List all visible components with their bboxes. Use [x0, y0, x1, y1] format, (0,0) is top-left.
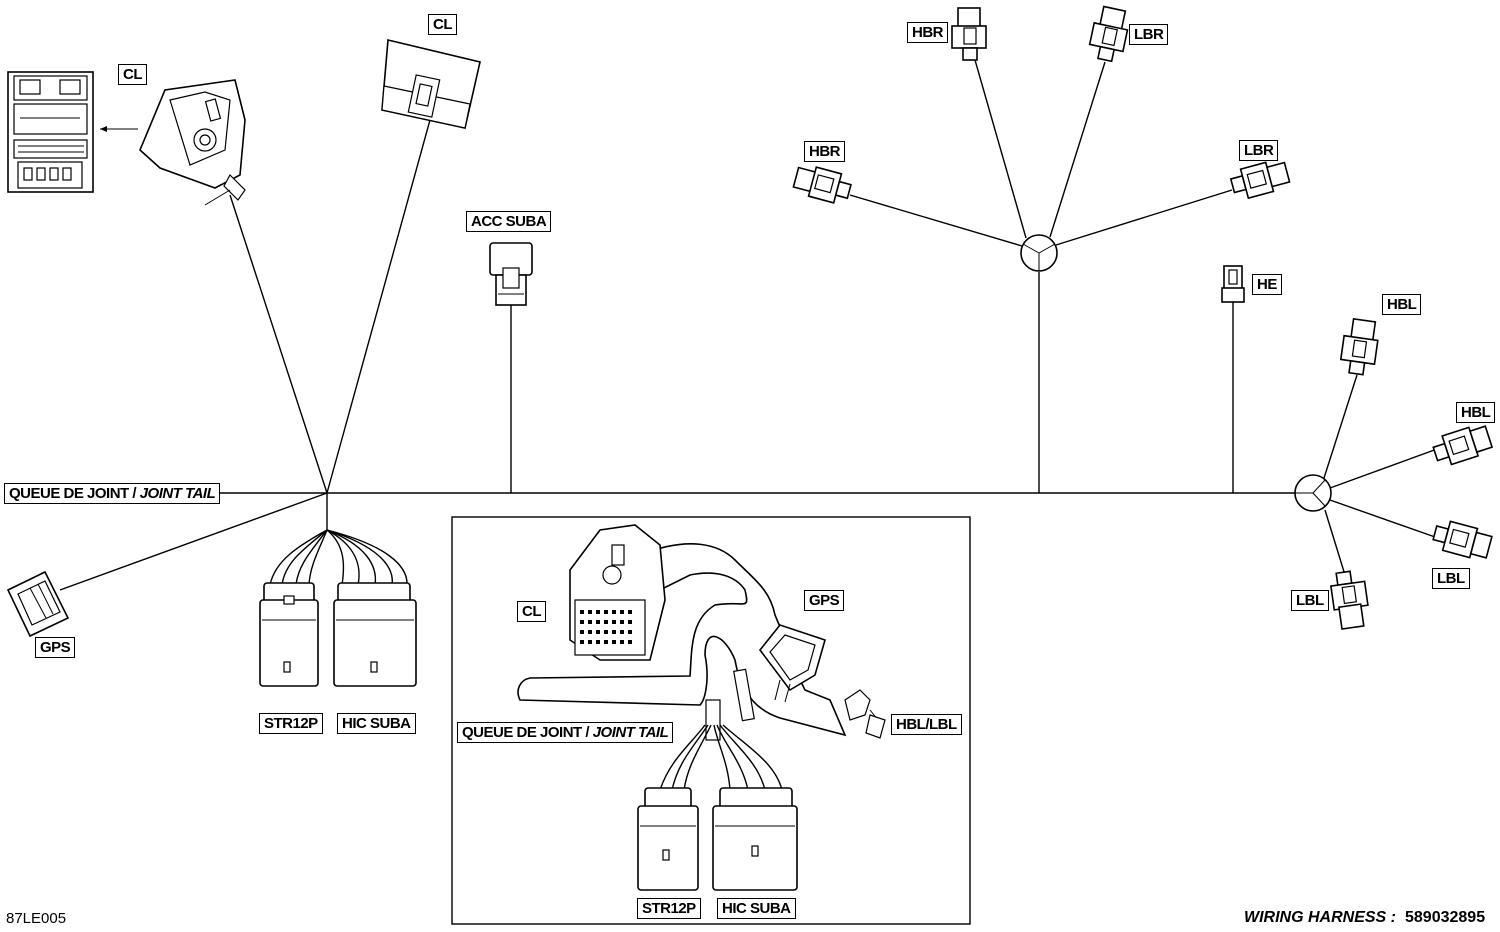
label-inset-hbl-lbl: HBL/LBL [891, 714, 962, 735]
label-inset-joint-tail: QUEUE DE JOINT / JOINT TAIL [457, 722, 674, 743]
hbl-connector-upper [1339, 317, 1379, 376]
label-hbl-upper: HBL [1382, 294, 1422, 315]
he-connector [1221, 265, 1245, 303]
label-inset-str12p: STR12P [637, 898, 701, 919]
joint-tail-en: JOINT TAIL [139, 485, 216, 502]
cl-connector-top [381, 39, 481, 129]
label-lbr-mid: LBR [1239, 140, 1279, 161]
inset-harness-view [517, 524, 886, 891]
joint-tail-fr: QUEUE DE JOINT / [9, 485, 140, 502]
label-inset-gps: GPS [804, 590, 845, 611]
label-joint-tail-main: QUEUE DE JOINT / JOINT TAIL [4, 483, 221, 504]
label-hbl-right: HBL [1456, 402, 1496, 423]
label-cl-top-mid: CL [428, 14, 457, 35]
lbl-connector-right [1432, 520, 1493, 559]
footer-title: WIRING HARNESS : [1244, 909, 1396, 926]
lbl-connector-lower [1330, 570, 1369, 630]
gps-connector-left [6, 570, 70, 638]
hbl-connector-right [1432, 425, 1494, 466]
wire-fan [269, 529, 408, 586]
label-hbr-top: HBR [907, 22, 948, 43]
cl-connector-front-view [7, 71, 94, 193]
cl-connector-angled [139, 79, 246, 206]
label-cl-top-left: CL [118, 64, 147, 85]
lbr-connector-top [1088, 5, 1129, 63]
label-gps-left: GPS [35, 637, 76, 658]
label-inset-hic-suba: HIC SUBA [717, 898, 796, 919]
acc-suba-connector [489, 242, 533, 306]
label-acc-suba: ACC SUBA [466, 211, 552, 232]
label-hic-suba-left: HIC SUBA [337, 713, 416, 734]
footer-part-number: 589032895 [1405, 909, 1486, 926]
label-he: HE [1252, 274, 1282, 295]
label-lbr-top: LBR [1129, 24, 1169, 45]
label-str12p-left: STR12P [259, 713, 323, 734]
figure-code: 87LE005 [6, 910, 67, 927]
inset-frame [451, 516, 971, 925]
inset-joint-tail-fr: QUEUE DE JOINT / [462, 724, 593, 741]
label-hbr-mid: HBR [804, 141, 845, 162]
label-inset-cl: CL [517, 601, 546, 622]
label-lbl-lower: LBL [1291, 590, 1329, 611]
str12p-connector-left [259, 582, 319, 687]
label-lbl-right: LBL [1432, 568, 1470, 589]
hbr-connector-top [951, 7, 987, 61]
hic-suba-connector-left [333, 582, 417, 687]
inset-joint-tail-en: JOINT TAIL [592, 724, 669, 741]
hbr-connector-mid [792, 166, 852, 204]
lbr-connector-mid [1229, 161, 1291, 200]
